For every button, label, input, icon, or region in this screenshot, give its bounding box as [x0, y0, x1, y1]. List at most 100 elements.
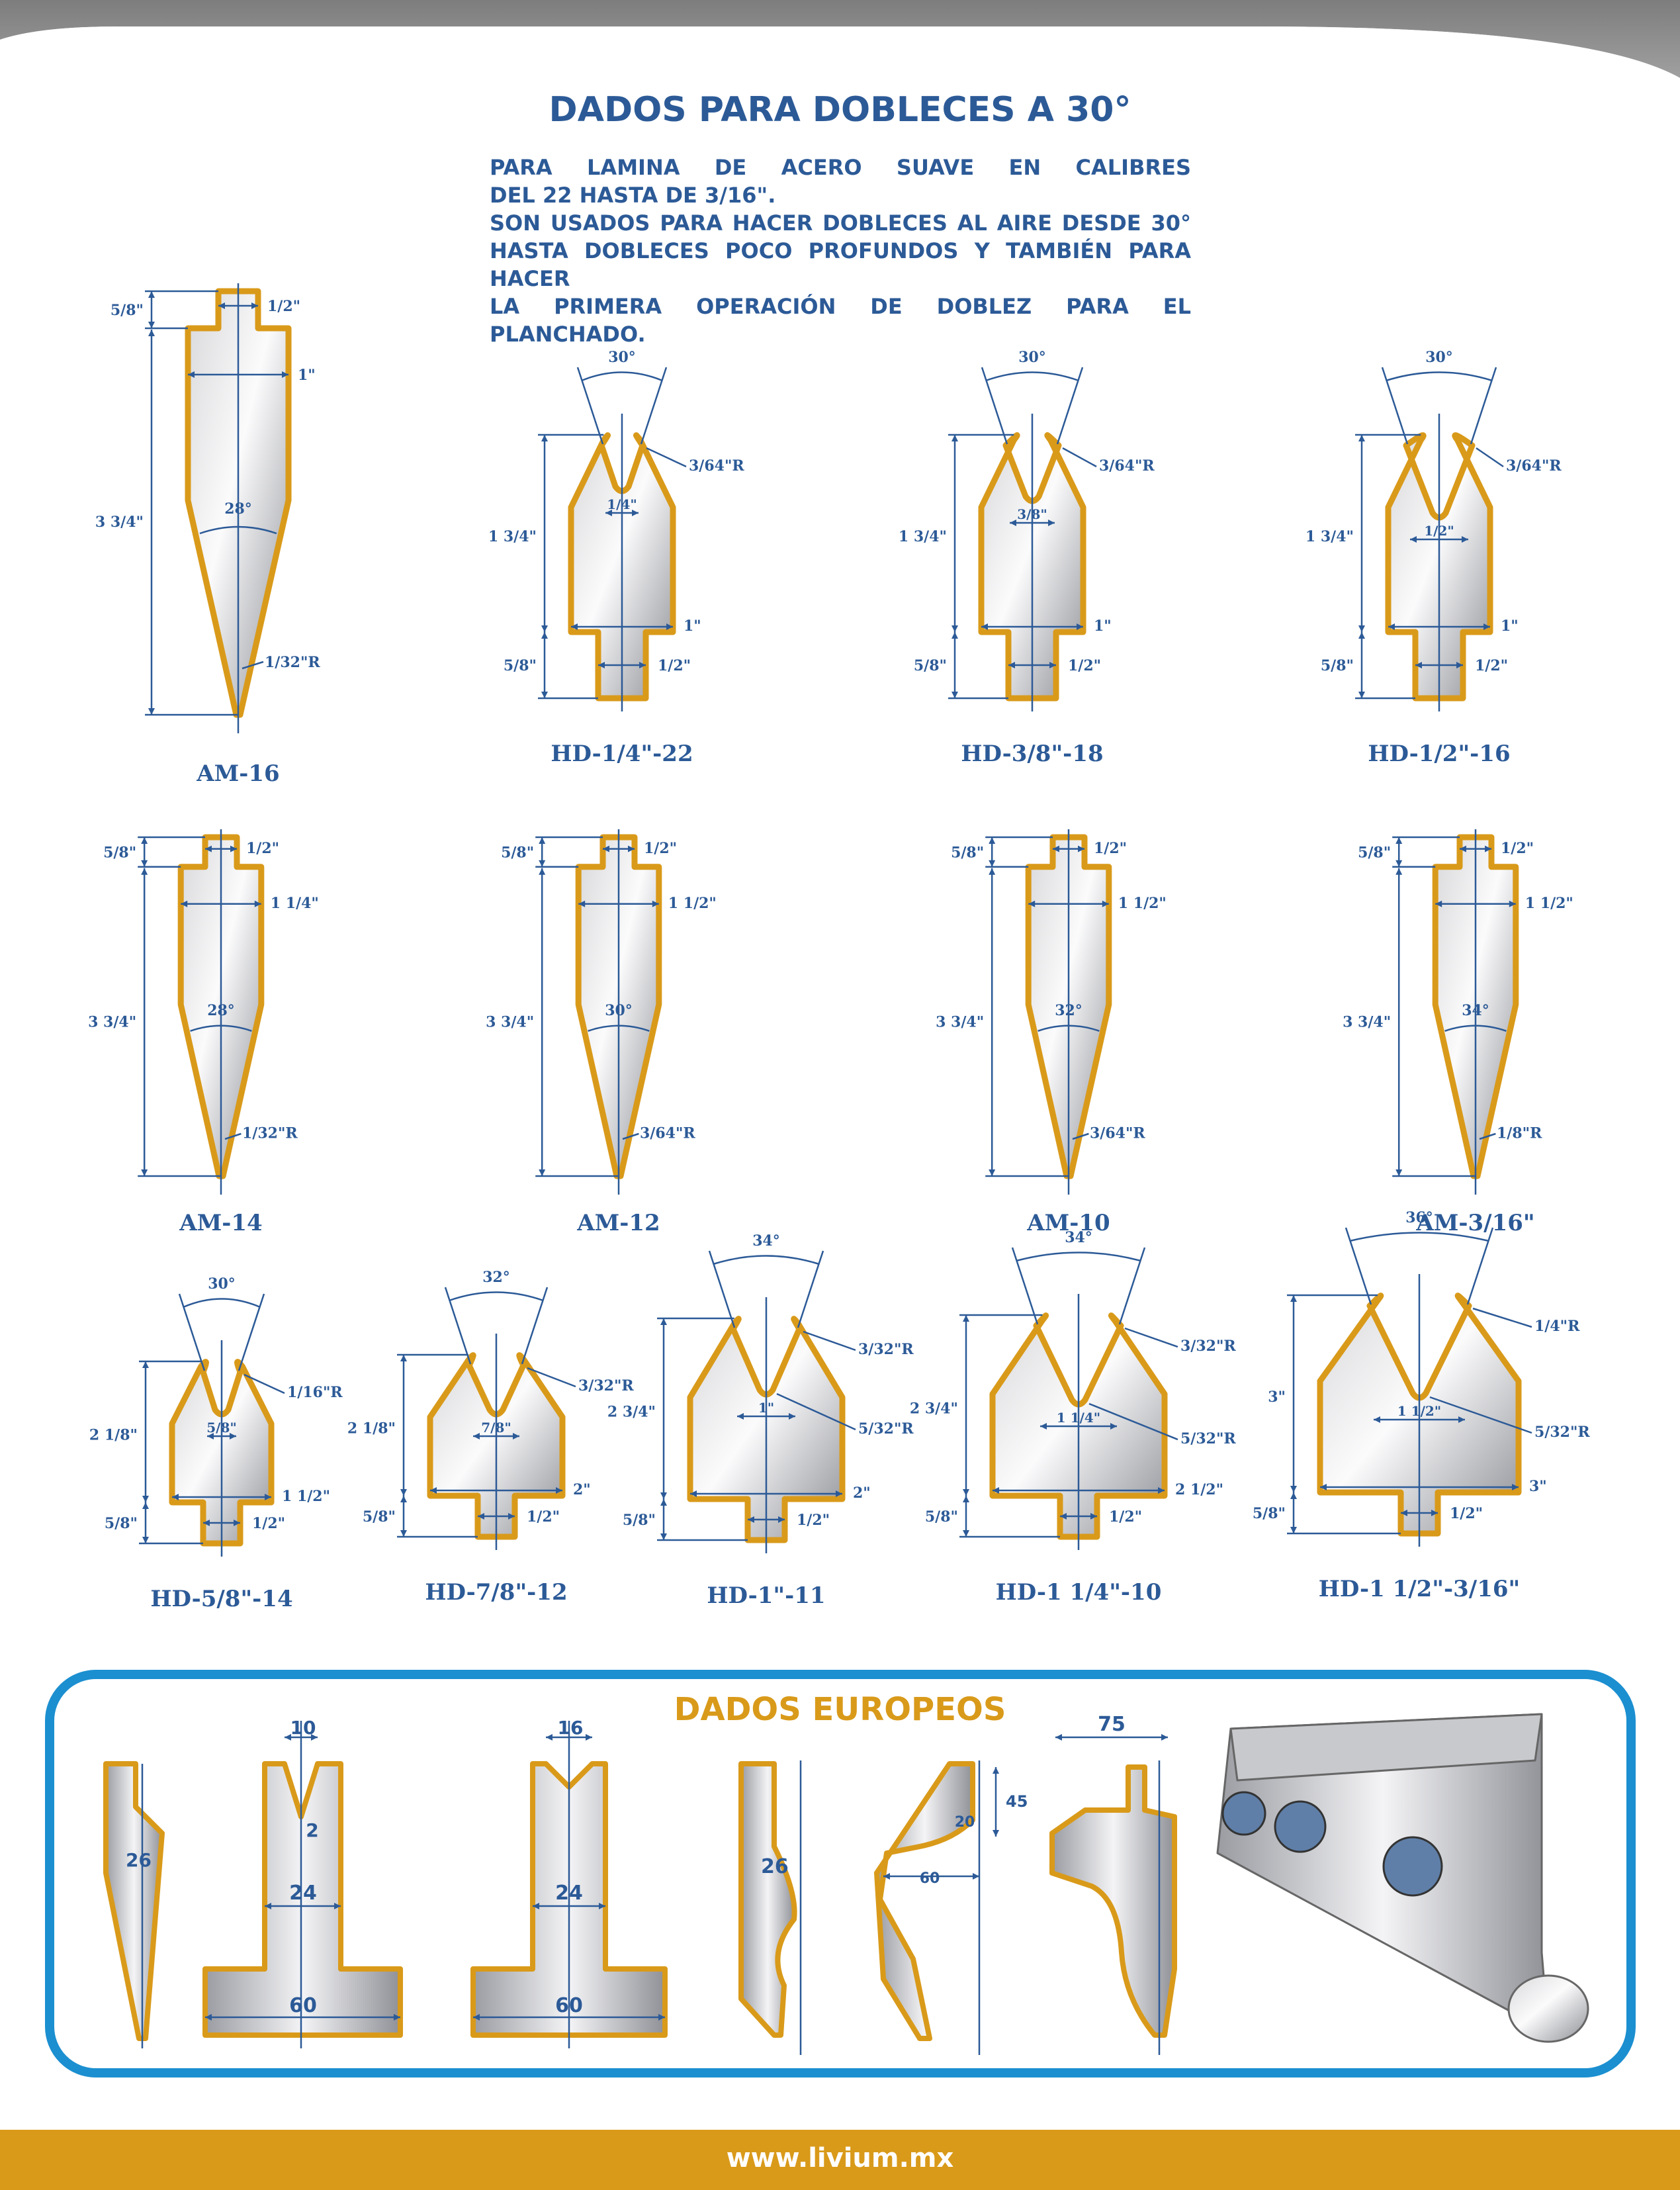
dimension-label: 1" — [1501, 617, 1519, 635]
arrowhead — [963, 1496, 969, 1502]
arrowhead — [1161, 1734, 1168, 1741]
euro-dim: 26 — [761, 1855, 789, 1878]
arrowhead — [951, 632, 958, 639]
arrowhead — [598, 662, 605, 668]
arrowhead — [1358, 625, 1365, 632]
arrowhead — [778, 1516, 785, 1523]
dimension-line — [1476, 447, 1504, 468]
dimension-line — [1056, 367, 1084, 445]
dimension-label: 34° — [1462, 1002, 1489, 1019]
arrowhead — [586, 1734, 592, 1741]
arrowhead — [993, 1767, 999, 1774]
dimension-label: 1 1/2" — [668, 895, 717, 912]
angle-arc — [713, 1255, 820, 1265]
die-hdl4: 36°3"5/8"3"1/2"1 1/2"1/4"R5/32"RHD-1 1/2… — [1253, 1209, 1591, 1602]
dimension-label: 3/32"R — [578, 1377, 634, 1394]
tool-name: HD-7/8"-12 — [425, 1579, 567, 1606]
arrowhead — [254, 900, 261, 907]
arrowhead — [789, 1413, 795, 1420]
arrowhead — [148, 330, 155, 336]
dimension-label: 30° — [1018, 349, 1046, 366]
euro-frame — [45, 1670, 1636, 2077]
arrowhead — [334, 1903, 341, 1909]
tool-name: HD-5/8"-14 — [150, 1586, 292, 1612]
dimension-line — [622, 1132, 639, 1140]
arrowhead — [1290, 1295, 1297, 1302]
tool-name: HD-3/8"-18 — [961, 741, 1103, 767]
arrowhead — [1290, 1486, 1297, 1492]
dimension-label: 1" — [758, 1400, 774, 1416]
dimension-line — [521, 1287, 549, 1365]
arrowhead — [141, 868, 148, 875]
dimension-line — [1072, 1132, 1089, 1140]
arrowhead — [230, 845, 237, 852]
arrowhead — [1395, 837, 1403, 844]
dimension-label: 3/64"R — [1090, 1124, 1145, 1142]
arrowhead — [989, 860, 996, 867]
euro-die-v10 — [202, 1761, 403, 2038]
arrowhead — [207, 1433, 214, 1439]
dimension-label: 28° — [207, 1002, 235, 1019]
intro-line: HASTA DOBLECES POCO PROFUNDOS Y TAMBIÉN … — [490, 238, 1191, 291]
angle-arc — [1444, 1025, 1507, 1032]
dimension-line — [981, 367, 1008, 445]
tool-name: HD-1"-11 — [707, 1582, 825, 1609]
euro-dim: 60 — [289, 1994, 317, 2017]
dimension-label: 5/32"R — [858, 1420, 914, 1437]
dimension-label: 5/8" — [206, 1420, 237, 1436]
punch-am16: 5/8"3 3/4"1/2"1"28°1/32"RAM-16 — [95, 283, 320, 787]
dimension-label: 5/8" — [363, 1508, 396, 1526]
punch-am2: 5/8"3 3/4"1/2"1 1/2"32°3/64"RAM-10 — [936, 829, 1167, 1236]
intro-line: LA PRIMERA OPERACIÓN DE DOBLEZ PARA EL P… — [490, 294, 1191, 347]
arrowhead — [541, 435, 548, 441]
arrowhead — [666, 623, 673, 630]
dimension-line — [646, 447, 687, 468]
arrowhead — [737, 1413, 744, 1420]
arrowhead — [1049, 662, 1056, 668]
dimension-line — [224, 1132, 242, 1140]
arrowhead — [632, 510, 639, 516]
arrowhead — [951, 692, 958, 698]
arrowhead — [265, 1494, 271, 1500]
arrowhead — [234, 1520, 240, 1526]
dimension-line — [776, 1392, 856, 1431]
arrowhead — [660, 1492, 667, 1499]
arrowhead — [1008, 662, 1015, 668]
arrowhead — [628, 845, 635, 852]
arrowhead — [473, 1433, 480, 1439]
arrowhead — [541, 692, 548, 698]
footer-url[interactable]: www.livium.mx — [726, 2143, 954, 2173]
arrowhead — [963, 1489, 969, 1496]
arrowhead — [690, 1490, 697, 1497]
tool-holder-roller — [1507, 1974, 1589, 2043]
dimension-label: 1/4"R — [1534, 1318, 1580, 1335]
die-hdl3: 34°2 3/4"5/8"2 1/2"1/2"1 1/4"3/32"R5/32"… — [910, 1229, 1237, 1606]
arrowhead — [1358, 692, 1365, 698]
arrowhead — [1290, 1527, 1297, 1533]
dimension-label: 2 1/8" — [89, 1427, 138, 1444]
dimension-label: 3" — [1529, 1478, 1547, 1495]
arrowhead — [836, 1490, 842, 1497]
dimension-label: 3/64"R — [640, 1124, 695, 1142]
clamp-screw-icon — [1274, 1800, 1327, 1853]
tool-name: HD-1/2"-16 — [1368, 741, 1510, 767]
arrowhead — [141, 1169, 148, 1176]
arrowhead — [400, 1496, 407, 1502]
tool-name: AM-3/16" — [1415, 1210, 1534, 1236]
arrowhead — [1290, 1492, 1297, 1499]
dimension-label: 1/2" — [252, 1515, 285, 1532]
arrowhead — [1040, 1423, 1047, 1430]
dimension-label: 3 3/4" — [88, 1013, 136, 1030]
dimension-label: 5/32"R — [1534, 1424, 1590, 1441]
arrowhead — [539, 860, 546, 867]
arrowhead — [539, 837, 546, 844]
arrowhead — [172, 1494, 179, 1500]
dimension-label: 1/2" — [1475, 657, 1508, 674]
dimension-line — [178, 1293, 206, 1371]
dimension-line — [1062, 447, 1097, 468]
dimension-label: 1" — [1094, 617, 1112, 635]
angle-arc — [199, 525, 277, 535]
dimension-label: 1 1/2" — [1118, 895, 1167, 912]
dimension-label: 1 3/4" — [899, 528, 947, 545]
